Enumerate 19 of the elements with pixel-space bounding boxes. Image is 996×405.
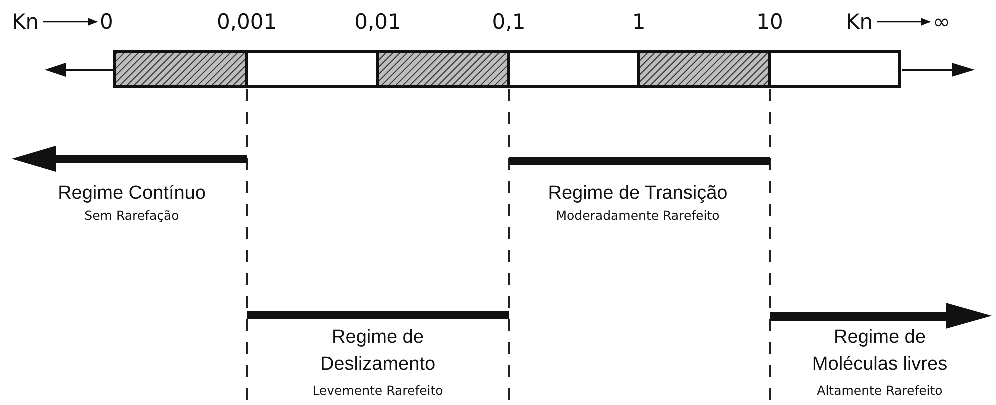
scale-value: 0,01 [354,9,402,36]
regime-title: Regime de Moléculas livres [811,326,949,377]
arrow [877,18,931,26]
regime-subtitle: Levemente Rarefeito [312,382,444,400]
axis-label: 0 [100,8,114,36]
arrow [43,18,98,26]
scale-value: 0,1 [492,9,526,36]
axis-label: Kn [12,8,40,36]
axis-label: Kn [846,8,874,36]
scale-value: 1 [632,9,646,36]
regime-title: Regime de Transição [548,182,728,206]
scale-value: 10 [756,9,784,36]
scale-value: 0,001 [216,9,278,36]
regime-title: Regime de Deslizamento [319,326,437,377]
regime-subtitle: Altamente Rarefeito [817,382,943,400]
regime-title: Regime Contínuo [58,182,206,206]
axis-label: ∞ [933,8,950,36]
regime-subtitle: Sem Rarefação [84,207,180,225]
regime-subtitle: Moderadamente Rarefeito [556,207,720,225]
